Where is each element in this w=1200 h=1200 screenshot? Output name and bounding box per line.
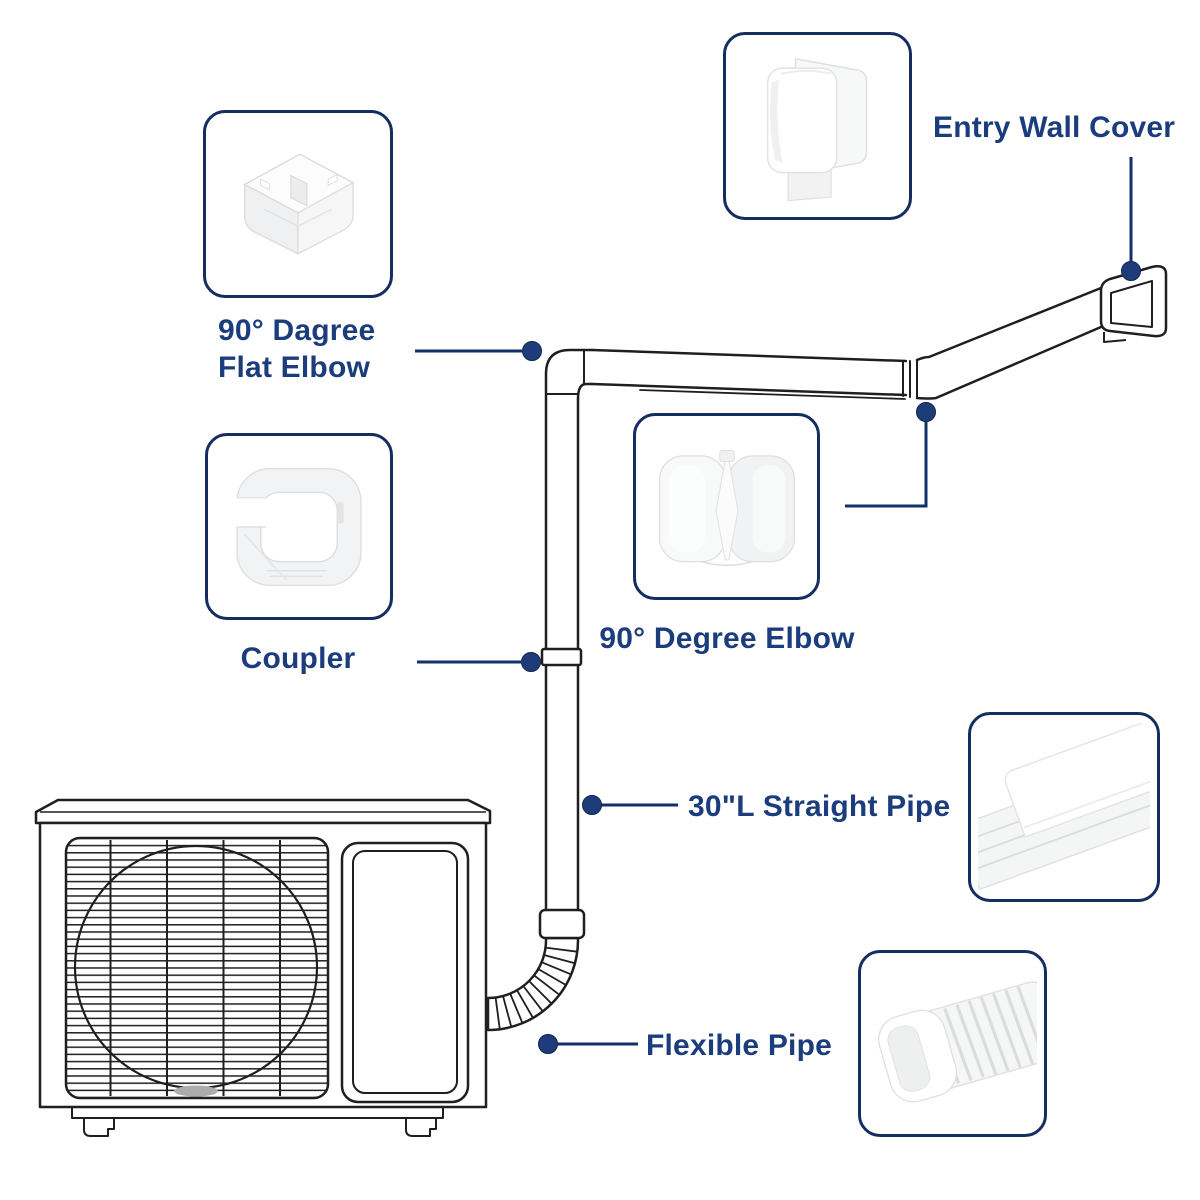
- duct-bevel-line: [639, 389, 906, 400]
- flexible-pipe-ribs: [494, 946, 578, 1030]
- entry-wall-cover-dot: [1121, 261, 1141, 281]
- wall-cover-rim: [1099, 265, 1168, 338]
- degree-elbow-label: 90° Degree Elbow: [599, 622, 855, 655]
- entry-wall-cover-photo: [766, 57, 867, 202]
- duct-bottom-edge: [590, 382, 908, 397]
- ac-base-strip: [71, 1107, 444, 1119]
- diagonal-duct-top: [915, 286, 1103, 362]
- straight-pipe-photo: [978, 723, 1150, 891]
- flat-elbow-inner-corner: [576, 382, 594, 401]
- flexible-pipe-image-box: [858, 950, 1047, 1137]
- leader-lines: [415, 157, 1141, 1054]
- straight-pipe-image-box: [968, 712, 1160, 902]
- flexible-pipe-photo: [877, 981, 1037, 1102]
- flexible-pipe-label: Flexible Pipe: [646, 1029, 832, 1062]
- flexible-pipe-drawing: [486, 908, 586, 1032]
- degree-elbow-image-box: [633, 413, 820, 600]
- coupler-label: Coupler: [240, 642, 356, 675]
- flat-elbow-dot: [522, 341, 542, 361]
- wall-cover-tab: [1103, 332, 1127, 343]
- duct-bend-junction: [902, 359, 918, 399]
- flat-elbow-label: 90° Dagree Flat Elbow: [218, 314, 376, 384]
- coupler-band: [540, 647, 583, 667]
- flexible-pipe-collar: [538, 908, 586, 940]
- coupler-photo: [227, 467, 362, 586]
- entry-wall-cover-label: Entry Wall Cover: [933, 111, 1176, 144]
- ac-outdoor-unit: [34, 798, 492, 1137]
- flexible-pipe-dot: [538, 1034, 558, 1054]
- ac-fan-hub: [174, 1085, 218, 1097]
- wall-cover-opening: [1110, 280, 1153, 328]
- flat-elbow-image-box: [203, 110, 393, 298]
- diagonal-duct-bottom: [915, 325, 1103, 400]
- ac-side-panel: [340, 841, 470, 1104]
- ac-grille: [64, 836, 330, 1100]
- coupler-dot: [521, 652, 541, 672]
- ac-right-foot: [405, 1117, 437, 1137]
- degree-elbow-dot: [916, 402, 936, 422]
- ac-left-foot: [83, 1117, 115, 1137]
- coupler-image-box: [205, 433, 393, 620]
- straight-pipe-label: 30"L Straight Pipe: [688, 790, 951, 823]
- flat-elbow-photo: [243, 153, 355, 255]
- pipe-run-drawing: [540, 286, 1103, 912]
- degree-elbow-photo: [658, 449, 795, 566]
- entry-wall-cover-image-box: [723, 32, 912, 220]
- straight-pipe-dot: [582, 795, 602, 815]
- ac-side-panel-inner: [352, 850, 458, 1094]
- wall-cover-drawing: [1099, 265, 1168, 343]
- pipe-left-edge: [544, 348, 594, 912]
- duct-top-edge: [590, 348, 908, 363]
